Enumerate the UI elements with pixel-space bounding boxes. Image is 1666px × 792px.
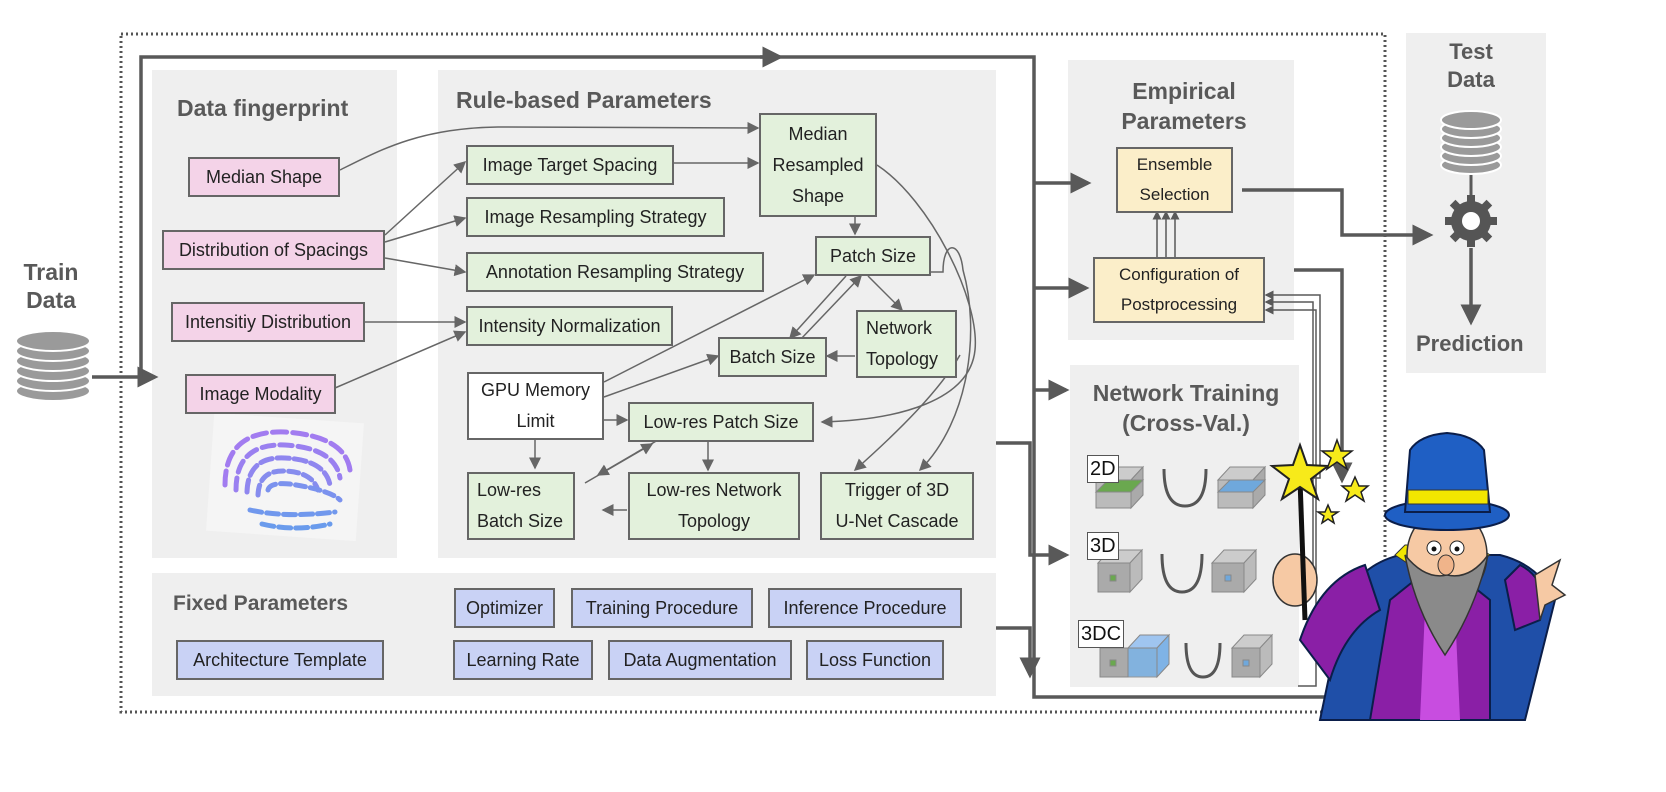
pipeline-boundary xyxy=(119,32,1387,714)
test-data-label: Data xyxy=(1447,67,1495,92)
pp-line2: Postprocessing xyxy=(1120,295,1238,314)
ens-line2: Selection xyxy=(1139,185,1210,204)
train-database-icon xyxy=(15,330,91,402)
data-label: Data xyxy=(26,287,76,313)
lrt-line2: Topology xyxy=(677,511,751,531)
rule-based-title: Rule-based Parameters xyxy=(456,87,712,113)
data-fingerprint-title: Data fingerprint xyxy=(177,95,349,121)
median-shape-node: Median Shape xyxy=(188,157,340,197)
rule-to-training xyxy=(996,441,1070,566)
training-line2: (Cross-Val.) xyxy=(1122,410,1250,436)
mrs-line2: Resampled xyxy=(772,154,864,175)
gpu-line2: Limit xyxy=(516,411,555,431)
learning-rate-node: Learning Rate xyxy=(453,640,593,680)
unet-2d-icon xyxy=(1162,468,1208,508)
training-procedure-node: Training Procedure xyxy=(571,588,753,628)
image-resampling-node: Image Resampling Strategy xyxy=(466,197,725,237)
config-2d-label: 2D xyxy=(1087,455,1119,483)
postproc-out xyxy=(1294,268,1353,484)
lrb-line1: Low-res xyxy=(477,480,542,500)
gpu-line1: GPU Memory xyxy=(480,380,590,400)
image-target-spacing-node: Image Target Spacing xyxy=(466,145,674,185)
training-line1: Network Training xyxy=(1092,380,1280,406)
mrs-line3: Shape xyxy=(791,185,845,206)
empirical-line1: Empirical xyxy=(1132,78,1236,104)
cascade-trigger-node: Trigger of 3D U-Net Cascade xyxy=(820,472,974,540)
nt-line1: Network xyxy=(866,318,933,338)
data-augmentation-node: Data Augmentation xyxy=(608,640,792,680)
ct-line1: Trigger of 3D xyxy=(844,480,950,500)
network-training-title: Network Training (Cross-Val.) xyxy=(1076,378,1296,438)
patch-size-node: Patch Size xyxy=(815,236,931,276)
ensemble-to-test xyxy=(1242,188,1434,246)
fixed-parameters-title: Fixed Parameters xyxy=(173,592,349,615)
config-3d-label: 3D xyxy=(1087,532,1119,560)
pp-line1: Configuration of xyxy=(1118,265,1240,284)
distribution-spacings-node: Distribution of Spacings xyxy=(162,230,385,270)
test-database-icon xyxy=(1440,110,1502,175)
cube-3dc-output xyxy=(1230,633,1274,679)
unet-3d-icon xyxy=(1160,553,1204,594)
fingerprint-icon xyxy=(206,412,364,542)
lrt-line1: Low-res Network xyxy=(646,480,782,500)
config-3dc-label: 3DC xyxy=(1078,620,1125,648)
batch-size-node: Batch Size xyxy=(718,337,827,377)
loss-function-node: Loss Function xyxy=(806,640,944,680)
unet-3dc-icon xyxy=(1184,642,1222,679)
architecture-template-node: Architecture Template xyxy=(176,640,384,680)
train-label: Train xyxy=(23,259,79,285)
main-bus-line xyxy=(139,55,1336,699)
test-label: Test xyxy=(1449,39,1493,64)
fixed-to-training xyxy=(996,626,1041,679)
intensity-normalization-node: Intensity Normalization xyxy=(466,306,673,346)
intensity-distribution-node: Intensitiy Distribution xyxy=(171,302,365,342)
ct-line2: U-Net Cascade xyxy=(835,511,959,531)
cube-2d-output xyxy=(1216,465,1267,510)
optimizer-node: Optimizer xyxy=(454,588,555,628)
inference-procedure-node: Inference Procedure xyxy=(768,588,962,628)
postprocessing-node: Configuration of Postprocessing xyxy=(1093,257,1265,323)
mrs-line1: Median xyxy=(788,123,848,144)
lrb-line2: Batch Size xyxy=(477,511,564,531)
empirical-line2: Parameters xyxy=(1121,108,1247,134)
ens-line1: Ensemble xyxy=(1136,155,1213,174)
lowres-patch-size-node: Low-res Patch Size xyxy=(628,402,814,442)
prediction-label: Prediction xyxy=(1416,331,1524,356)
cube-3dc-input xyxy=(1099,633,1171,679)
annotation-resampling-node: Annotation Resampling Strategy xyxy=(466,252,764,292)
cube-3d-output xyxy=(1210,548,1258,594)
nt-line2: Topology xyxy=(866,349,939,369)
gear-icon xyxy=(1445,195,1497,247)
image-modality-node: Image Modality xyxy=(185,374,336,414)
